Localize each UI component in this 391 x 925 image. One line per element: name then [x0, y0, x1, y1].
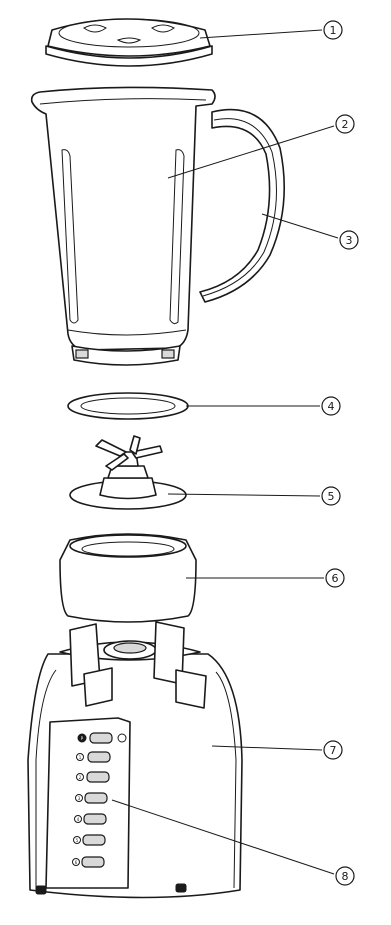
callout-2: 2	[336, 115, 354, 133]
blade-assembly	[70, 436, 186, 509]
svg-text:8: 8	[342, 870, 349, 883]
callout-4: 4	[322, 397, 340, 415]
svg-text:3: 3	[346, 234, 353, 247]
seal-ring	[68, 393, 188, 419]
svg-text:6: 6	[332, 572, 339, 585]
svg-text:5: 5	[328, 490, 335, 503]
callout-8: 8	[336, 867, 354, 885]
svg-text:3: 3	[78, 796, 81, 801]
callout-5: 5	[322, 487, 340, 505]
svg-text:4: 4	[77, 817, 80, 822]
callout-7: 7	[324, 741, 342, 759]
svg-text:2: 2	[342, 118, 349, 131]
lid	[46, 19, 212, 66]
jug	[32, 87, 285, 365]
callout-6: 6	[326, 569, 344, 587]
svg-text:7: 7	[330, 744, 337, 757]
callout-3: 3	[340, 231, 358, 249]
svg-text:5: 5	[76, 838, 79, 843]
svg-text:4: 4	[328, 400, 335, 413]
handle	[200, 110, 284, 302]
jug-base	[60, 534, 196, 622]
svg-text:1: 1	[79, 755, 82, 760]
callout-1: 1	[324, 21, 342, 39]
svg-text:2: 2	[79, 775, 82, 780]
svg-text:1: 1	[330, 24, 337, 37]
motor-base	[28, 622, 242, 898]
svg-text:6: 6	[75, 860, 78, 865]
